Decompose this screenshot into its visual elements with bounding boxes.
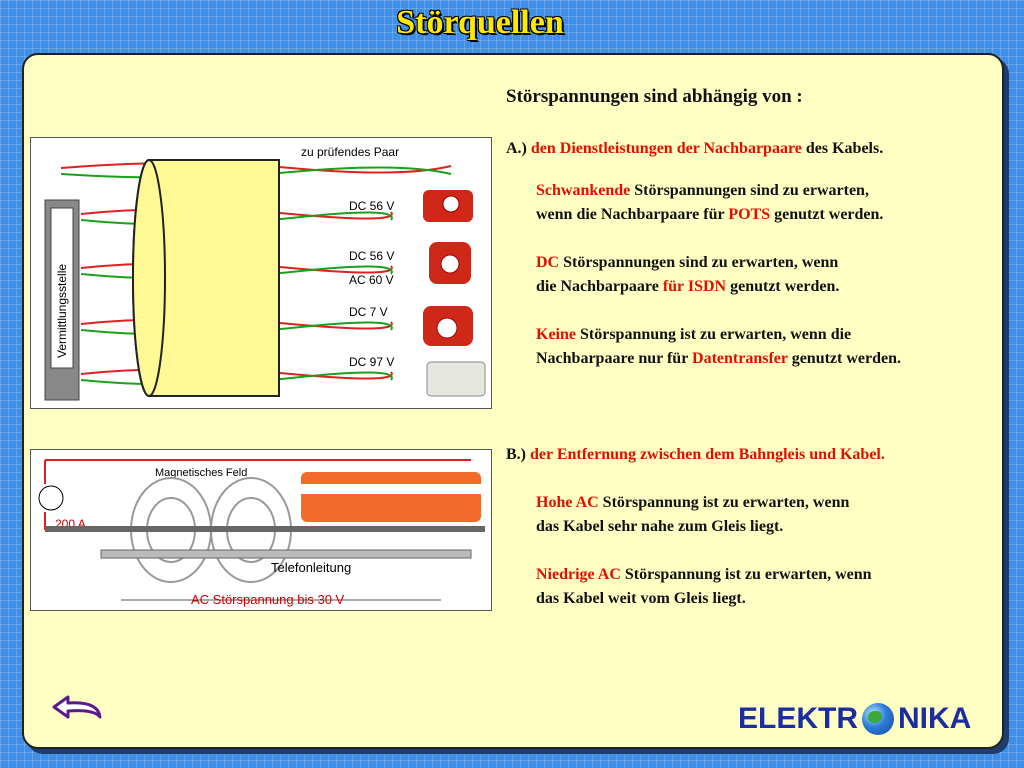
cable-label: Telefonleitung <box>271 560 351 575</box>
item-b1: Hohe AC Störspannung ist zu erwarten, we… <box>536 494 850 535</box>
item-b2: Niedrige AC Störspannung ist zu erwarten… <box>536 566 872 607</box>
logo-text-right: NIKA <box>898 702 972 735</box>
ac-source-icon <box>38 485 64 511</box>
modem-icon <box>426 361 486 397</box>
locomotive-icon <box>301 472 481 522</box>
voltage-label-3: AC 60 V <box>349 273 394 287</box>
voltage-label-5: DC 97 V <box>349 355 394 369</box>
back-button[interactable] <box>50 691 110 731</box>
voltage-label-2: DC 56 V <box>349 249 394 263</box>
voltage-label-1: DC 56 V <box>349 199 394 213</box>
elektronika-logo: ELEKTR NIKA <box>738 699 971 739</box>
back-arrow-icon <box>52 695 102 719</box>
section-heading: Störspannungen sind abhängig von : <box>506 86 803 107</box>
globe-icon <box>862 703 894 735</box>
content-panel: Vermittlungsstelle zu prüfendes Paar DC … <box>22 53 1004 749</box>
rail-track <box>45 526 485 532</box>
telephone-icon <box>429 242 471 284</box>
voltage-label-4: DC 7 V <box>349 305 388 319</box>
voltage-label: AC Störspannung bis 30 V <box>191 592 345 607</box>
exchange-label: Vermittlungsstelle <box>55 264 69 358</box>
item-a2: DC Störspannungen sind zu erwarten, wenn… <box>536 254 840 295</box>
telephone-cable <box>100 549 472 559</box>
item-a3: Keine Störspannung ist zu erwarten, wenn… <box>536 326 902 367</box>
logo-text-left: ELEKTR <box>738 702 858 735</box>
railway-interference-diagram: 200 A Magnetisches Feld Telefonleitung A… <box>30 449 492 611</box>
section-b-title: B.) der Entfernung zwischen dem Bahnglei… <box>506 446 885 463</box>
page-title: Störquellen <box>396 4 564 41</box>
cable-pairs-diagram: Vermittlungsstelle zu prüfendes Paar DC … <box>30 137 492 409</box>
telephone-icon <box>423 190 473 222</box>
field-label: Magnetisches Feld <box>155 467 247 479</box>
section-a-title: A.) den Dienstleistungen der Nachbarpaar… <box>506 140 884 157</box>
telephone-icon <box>423 306 473 346</box>
item-a1: Schwankende Störspannungen sind zu erwar… <box>536 182 884 223</box>
pair-label: zu prüfendes Paar <box>301 145 399 159</box>
